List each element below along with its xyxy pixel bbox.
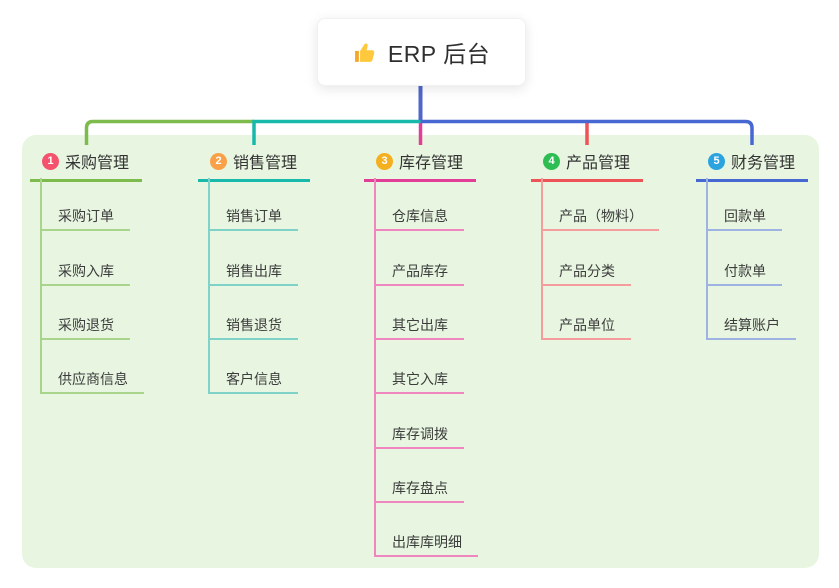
branch-label: 销售管理 [233, 155, 298, 172]
tree-node[interactable]: 产品库存 [374, 263, 464, 286]
tree-node[interactable]: 其它出库 [374, 317, 464, 340]
tree-node[interactable]: 出库库明细 [374, 534, 478, 557]
tree-node[interactable]: 产品（物料） [541, 208, 659, 231]
branch-trunk-line [374, 178, 376, 555]
connector-branch-1 [84, 119, 254, 145]
tree-node[interactable]: 销售订单 [208, 208, 298, 231]
thumbs-up-icon [354, 42, 375, 62]
branch-label: 财务管理 [731, 155, 796, 172]
tree-node[interactable]: 仓库信息 [374, 208, 464, 231]
tree-node[interactable]: 采购订单 [40, 208, 130, 231]
branch-node-sales[interactable]: 2 销售管理 [198, 149, 310, 182]
tree-node[interactable]: 采购入库 [40, 263, 130, 286]
branch-number-badge: 4 [543, 152, 560, 170]
root-title: ERP 后台 [387, 41, 491, 67]
branch-number-badge: 3 [376, 152, 393, 170]
tree-node[interactable]: 客户信息 [208, 371, 298, 394]
connector-branch-2 [252, 119, 421, 145]
branch-node-finance[interactable]: 5 财务管理 [696, 149, 808, 182]
tree-node[interactable]: 其它入库 [374, 371, 464, 394]
branch-number-badge: 2 [210, 152, 227, 170]
tree-node[interactable]: 销售退货 [208, 317, 298, 340]
tree-node[interactable]: 回款单 [706, 208, 782, 231]
branch-label: 采购管理 [65, 155, 130, 172]
branch-trunk-line [541, 178, 543, 338]
connector-branch-5 [420, 119, 754, 145]
tree-node[interactable]: 产品分类 [541, 263, 631, 286]
branch-node-procurement[interactable]: 1 采购管理 [30, 149, 142, 182]
tree-node[interactable]: 付款单 [706, 263, 782, 286]
root-node[interactable]: ERP 后台 [317, 18, 526, 86]
tree-node[interactable]: 供应商信息 [40, 371, 144, 394]
tree-node[interactable]: 库存盘点 [374, 480, 464, 503]
branch-label: 产品管理 [566, 155, 631, 172]
tree-node[interactable]: 库存调拨 [374, 426, 464, 449]
tree-node[interactable]: 采购退货 [40, 317, 130, 340]
branch-number-badge: 1 [42, 152, 59, 170]
branch-node-product[interactable]: 4 产品管理 [531, 149, 643, 182]
mindmap-background-panel [22, 135, 819, 568]
tree-node[interactable]: 销售出库 [208, 263, 298, 286]
branch-node-inventory[interactable]: 3 库存管理 [364, 149, 476, 182]
branch-trunk-line [706, 178, 708, 338]
tree-node[interactable]: 产品单位 [541, 317, 631, 340]
tree-node[interactable]: 结算账户 [706, 317, 796, 340]
branch-number-badge: 5 [708, 152, 725, 170]
branch-label: 库存管理 [399, 155, 464, 172]
